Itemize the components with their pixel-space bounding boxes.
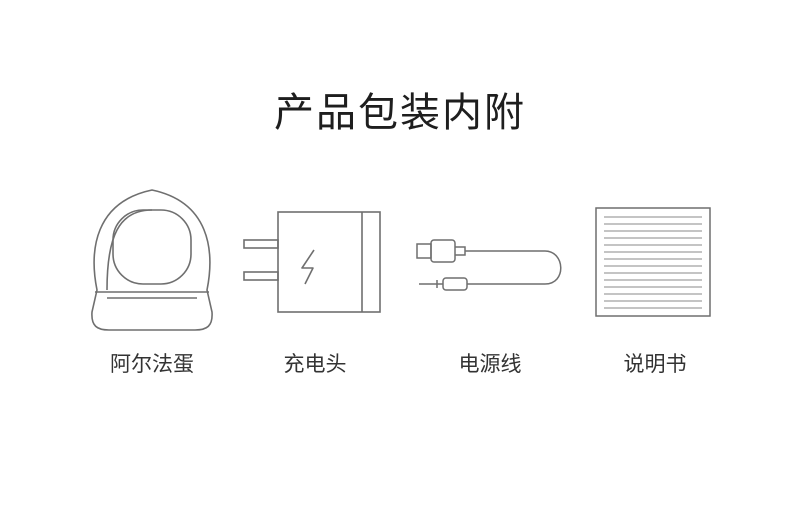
item-label: 阿尔法蛋 [110, 352, 194, 376]
package-item-charger: 充电头 [230, 180, 400, 380]
package-item-cable: 电源线 [405, 180, 575, 380]
item-label: 电源线 [458, 352, 522, 376]
charger-icon [243, 211, 381, 313]
cable-icon [416, 239, 562, 291]
manual-icon [595, 207, 711, 317]
page-title: 产品包装内附 [274, 90, 526, 136]
package-item-manual: 说明书 [570, 180, 740, 380]
item-label: 说明书 [623, 352, 687, 376]
package-item-egg: 阿尔法蛋 [67, 180, 237, 380]
robot-egg-icon [91, 189, 213, 331]
item-label: 充电头 [283, 352, 347, 376]
